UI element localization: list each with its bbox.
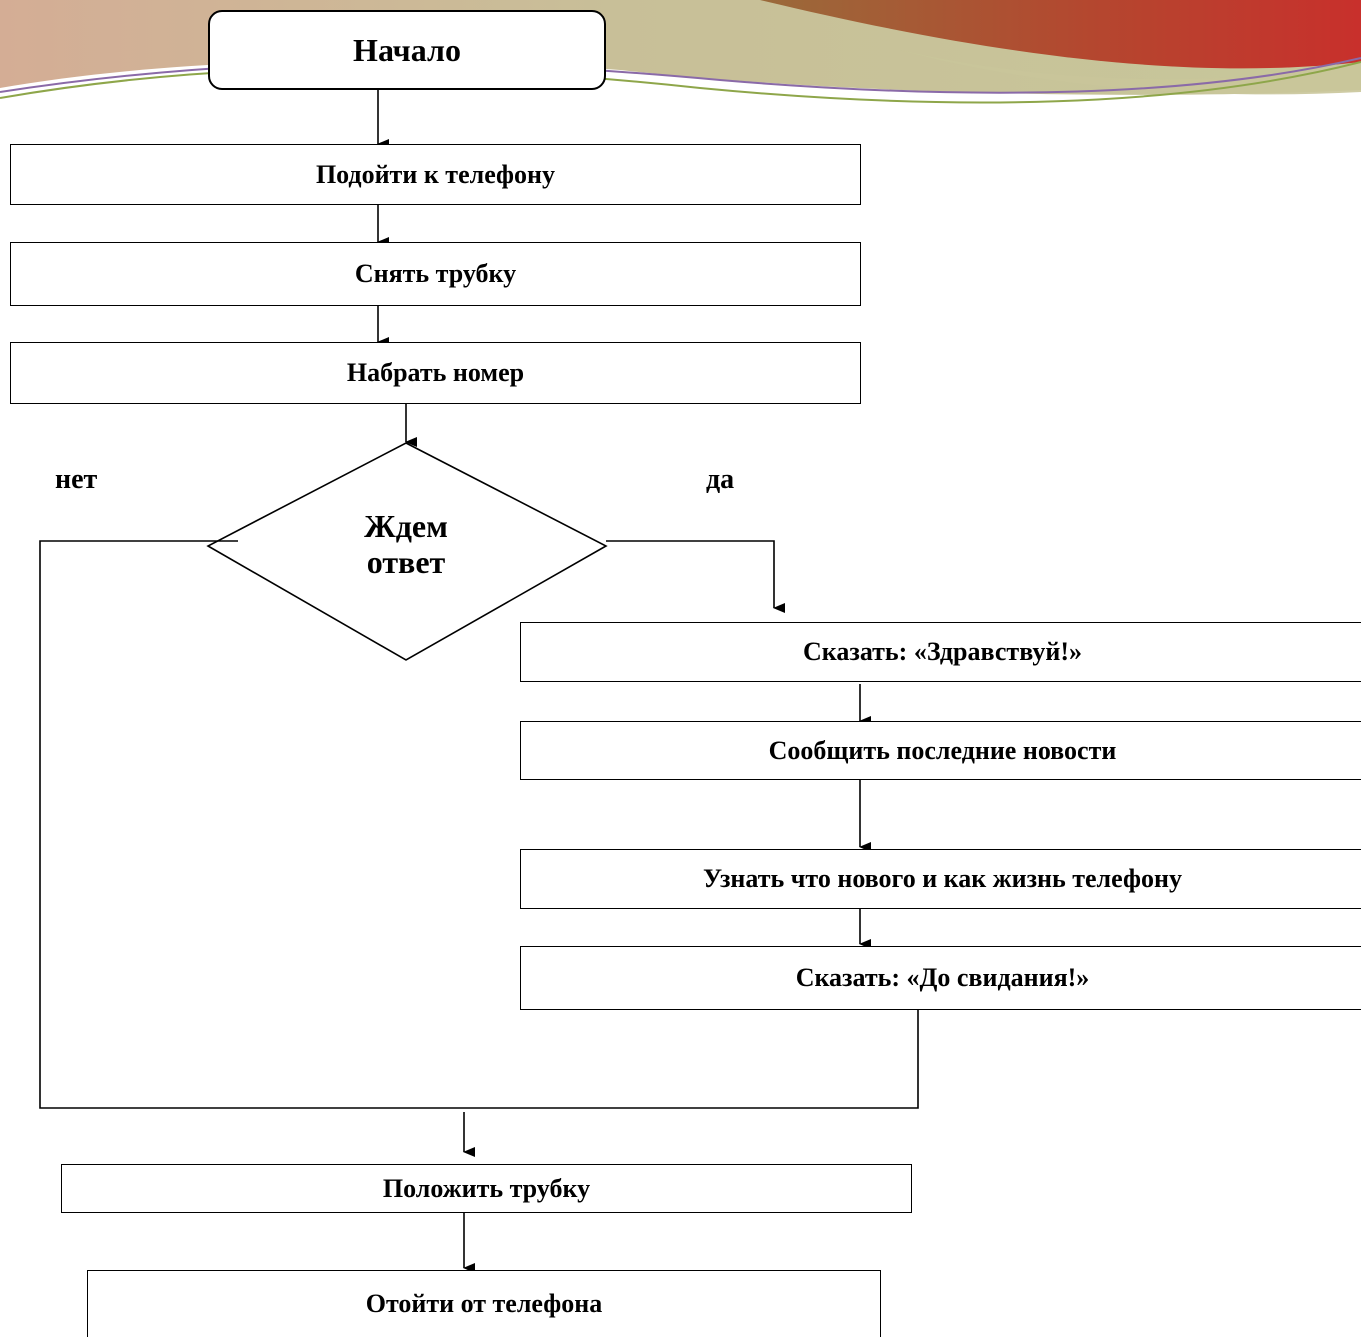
decor-red-band: [760, 0, 1361, 69]
step-say-goodbye: Сказать: «До свидания!»: [520, 946, 1361, 1010]
step-pick-up-receiver-label: Снять трубку: [354, 259, 517, 288]
decision-label-line1: Ждем: [364, 508, 448, 544]
step-approach-phone: Подойти к телефону: [10, 144, 861, 205]
step-hang-up-label: Положить трубку: [382, 1173, 591, 1203]
no-branch-line: [39, 540, 919, 1109]
step-walk-away-label: Отойти от телефона: [365, 1289, 603, 1318]
step-ask-whats-new-label: Узнать что нового и как жизнь телефону: [703, 864, 1182, 893]
step-say-hello-label: Сказать: «Здравствуй!»: [803, 637, 1082, 666]
step-share-news-label: Сообщить последние новости: [768, 735, 1117, 765]
yes-branch-line: [606, 540, 785, 613]
decision-label: Ждем ответ: [310, 508, 502, 580]
yes-branch-label: да: [706, 464, 735, 495]
step-dial-number-label: Набрать номер: [346, 358, 525, 387]
step-approach-phone-label: Подойти к телефону: [315, 159, 556, 189]
step-pick-up-receiver: Снять трубку: [10, 242, 861, 306]
step-hang-up: Положить трубку: [61, 1164, 912, 1213]
decision-diamond: [206, 442, 608, 661]
start-terminator: Начало: [208, 10, 606, 90]
step-say-hello: Сказать: «Здравствуй!»: [520, 622, 1361, 682]
step-share-news: Сообщить последние новости: [520, 721, 1361, 780]
decor-sage-band: [900, 50, 1361, 95]
step-say-goodbye-label: Сказать: «До свидания!»: [795, 963, 1090, 992]
step-walk-away: Отойти от телефона: [87, 1270, 881, 1337]
step-ask-whats-new: Узнать что нового и как жизнь телефону: [520, 849, 1361, 909]
no-branch-label: нет: [55, 464, 98, 495]
step-dial-number: Набрать номер: [10, 342, 861, 404]
start-label: Начало: [353, 31, 461, 68]
decision-label-line2: ответ: [366, 544, 446, 580]
